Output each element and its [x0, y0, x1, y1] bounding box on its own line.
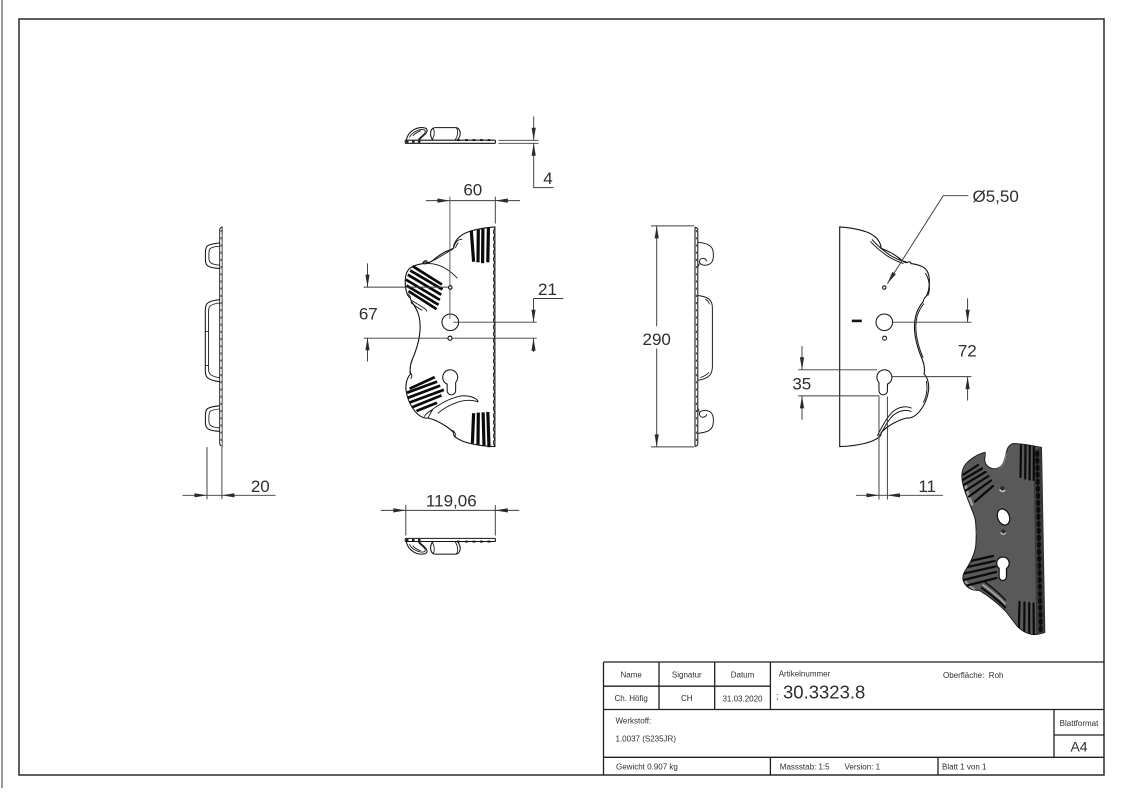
svg-text:Version: 1: Version: 1: [845, 762, 881, 771]
svg-text:Artikelnummer: Artikelnummer: [779, 670, 831, 679]
svg-text:1.0037 (S235JR): 1.0037 (S235JR): [616, 735, 677, 744]
svg-text:Ø5,50: Ø5,50: [973, 187, 1019, 206]
svg-text:35: 35: [792, 375, 811, 394]
svg-text:4: 4: [543, 169, 552, 188]
svg-text:Massstab: 1:5: Massstab: 1:5: [780, 762, 830, 771]
svg-text:67: 67: [359, 305, 378, 324]
svg-text:Datum: Datum: [731, 671, 755, 680]
svg-text:Blattformat: Blattformat: [1060, 719, 1099, 728]
svg-text:31.03.2020: 31.03.2020: [722, 695, 763, 704]
svg-text:21: 21: [538, 280, 557, 299]
svg-text:20: 20: [251, 477, 270, 496]
svg-text:Name: Name: [621, 671, 643, 680]
svg-text:11: 11: [918, 477, 936, 496]
svg-text:CH: CH: [681, 694, 693, 703]
svg-text:;: ;: [776, 691, 779, 701]
svg-text:Oberfläche: Roh: Oberfläche: Roh: [943, 671, 1003, 680]
svg-text:Werkstoff:: Werkstoff:: [616, 717, 652, 726]
svg-text:30.3323.8: 30.3323.8: [783, 682, 865, 703]
svg-text:Signatur: Signatur: [672, 671, 702, 680]
svg-text:A4: A4: [1070, 739, 1087, 755]
svg-text:Ch. Höfig: Ch. Höfig: [615, 694, 648, 703]
svg-text:72: 72: [958, 341, 977, 360]
svg-text:119,06: 119,06: [426, 491, 477, 510]
svg-text:60: 60: [463, 180, 482, 199]
svg-text:Gewicht 0.907 kg: Gewicht 0.907 kg: [616, 762, 678, 771]
svg-text:290: 290: [643, 330, 671, 349]
svg-text:Blatt 1 von 1: Blatt 1 von 1: [942, 762, 987, 771]
